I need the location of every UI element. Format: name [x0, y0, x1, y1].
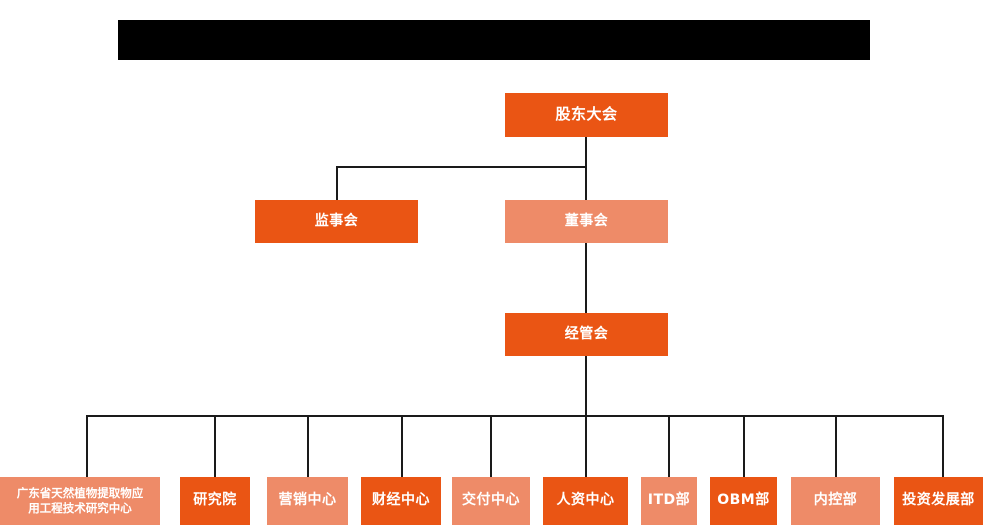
node-delivery-center[interactable]: 交付中心 [452, 477, 530, 525]
connector-drop-delivery-center [490, 415, 492, 477]
connector-drop-investment-development-department [942, 415, 944, 477]
connector-drop-guangdong-research-center [86, 415, 88, 477]
node-board-of-directors[interactable]: 董事会 [505, 200, 668, 243]
connector-board-down [585, 166, 587, 201]
connector-drop-marketing-center [307, 415, 309, 477]
connector-management-down [585, 356, 587, 416]
connector-drop-itd-department [668, 415, 670, 477]
node-investment-development-department[interactable]: 投资发展部 [894, 477, 983, 525]
node-marketing-center[interactable]: 营销中心 [267, 477, 348, 525]
node-hr-center[interactable]: 人资中心 [543, 477, 628, 525]
node-shareholders-meeting[interactable]: 股东大会 [505, 93, 668, 137]
node-internal-control-department[interactable]: 内控部 [791, 477, 880, 525]
connector-level2-bus [336, 166, 587, 168]
connector-drop-obm-department [743, 415, 745, 477]
node-obm-department[interactable]: OBM部 [710, 477, 777, 525]
connector-supervisory-down [336, 166, 338, 201]
node-finance-center[interactable]: 财经中心 [361, 477, 441, 525]
connector-departments-bus [86, 415, 943, 417]
connector-board-to-management [585, 243, 587, 313]
connector-drop-research-institute [214, 415, 216, 477]
node-supervisory-board[interactable]: 监事会 [255, 200, 418, 243]
node-itd-department[interactable]: ITD部 [641, 477, 697, 525]
node-label-line2: 用工程技术研究中心 [28, 501, 132, 515]
connector-shareholders-down [585, 137, 587, 168]
connector-drop-finance-center [401, 415, 403, 477]
redacted-title-bar [118, 20, 870, 60]
node-management-committee[interactable]: 经管会 [505, 313, 668, 356]
node-guangdong-research-center[interactable]: 广东省天然植物提取物应 用工程技术研究中心 [0, 477, 160, 525]
connector-drop-hr-center [585, 415, 587, 477]
node-label-line1: 广东省天然植物提取物应 [16, 486, 144, 501]
connector-drop-internal-control-department [835, 415, 837, 477]
node-research-institute[interactable]: 研究院 [180, 477, 250, 525]
